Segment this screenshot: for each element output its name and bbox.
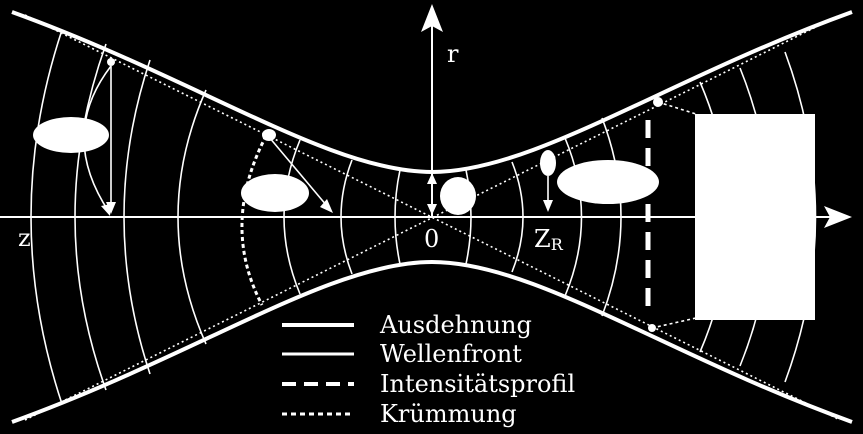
box-connectors — [651, 101, 697, 329]
legend: Ausdehnung Wellenfront Intensitätsprofil… — [282, 311, 575, 428]
box-connector-top — [657, 101, 697, 115]
radius-arrow-mid-diagonal — [268, 136, 328, 207]
beam-spots — [33, 117, 659, 215]
beam-spot-zr-small — [540, 150, 556, 176]
radius-arrows — [83, 65, 549, 213]
mid-arrow-tip — [320, 199, 333, 213]
r-axis-label: r — [447, 40, 459, 68]
beam-spot-mid-small — [262, 129, 276, 141]
zr-label: ZR — [534, 225, 564, 254]
beam-spot-right — [557, 160, 659, 204]
left-arrow-tip-curved — [101, 204, 111, 216]
intensity-box — [695, 114, 815, 320]
beam-spot-left — [241, 174, 309, 212]
legend-label-intensitaetsprofil: Intensitätsprofil — [380, 370, 575, 398]
waist-arrow-tip-bottom — [427, 204, 437, 215]
origin-label: 0 — [424, 225, 439, 253]
arrow-tips — [101, 58, 663, 332]
z-axis-arrowhead — [824, 206, 852, 228]
envelope-lower — [11, 259, 853, 424]
curvature-line — [240, 135, 268, 306]
left-point-dot — [107, 58, 115, 66]
z-axis-label: z — [18, 224, 31, 252]
zr-label-main: Z — [534, 225, 551, 253]
legend-label-ausdehnung: Ausdehnung — [379, 311, 532, 339]
r-axis-arrowhead — [421, 4, 443, 32]
legend-label-wellenfront: Wellenfront — [380, 340, 522, 368]
box-connector-bottom — [651, 317, 697, 329]
zr-label-sub: R — [551, 235, 564, 254]
beam-spot-far-left — [33, 117, 109, 153]
zr-arrow-tip — [543, 200, 553, 212]
beam-spot-waist — [440, 177, 476, 215]
waist-arrow-tip-top — [427, 173, 437, 184]
legend-label-kruemmung: Krümmung — [380, 400, 517, 428]
